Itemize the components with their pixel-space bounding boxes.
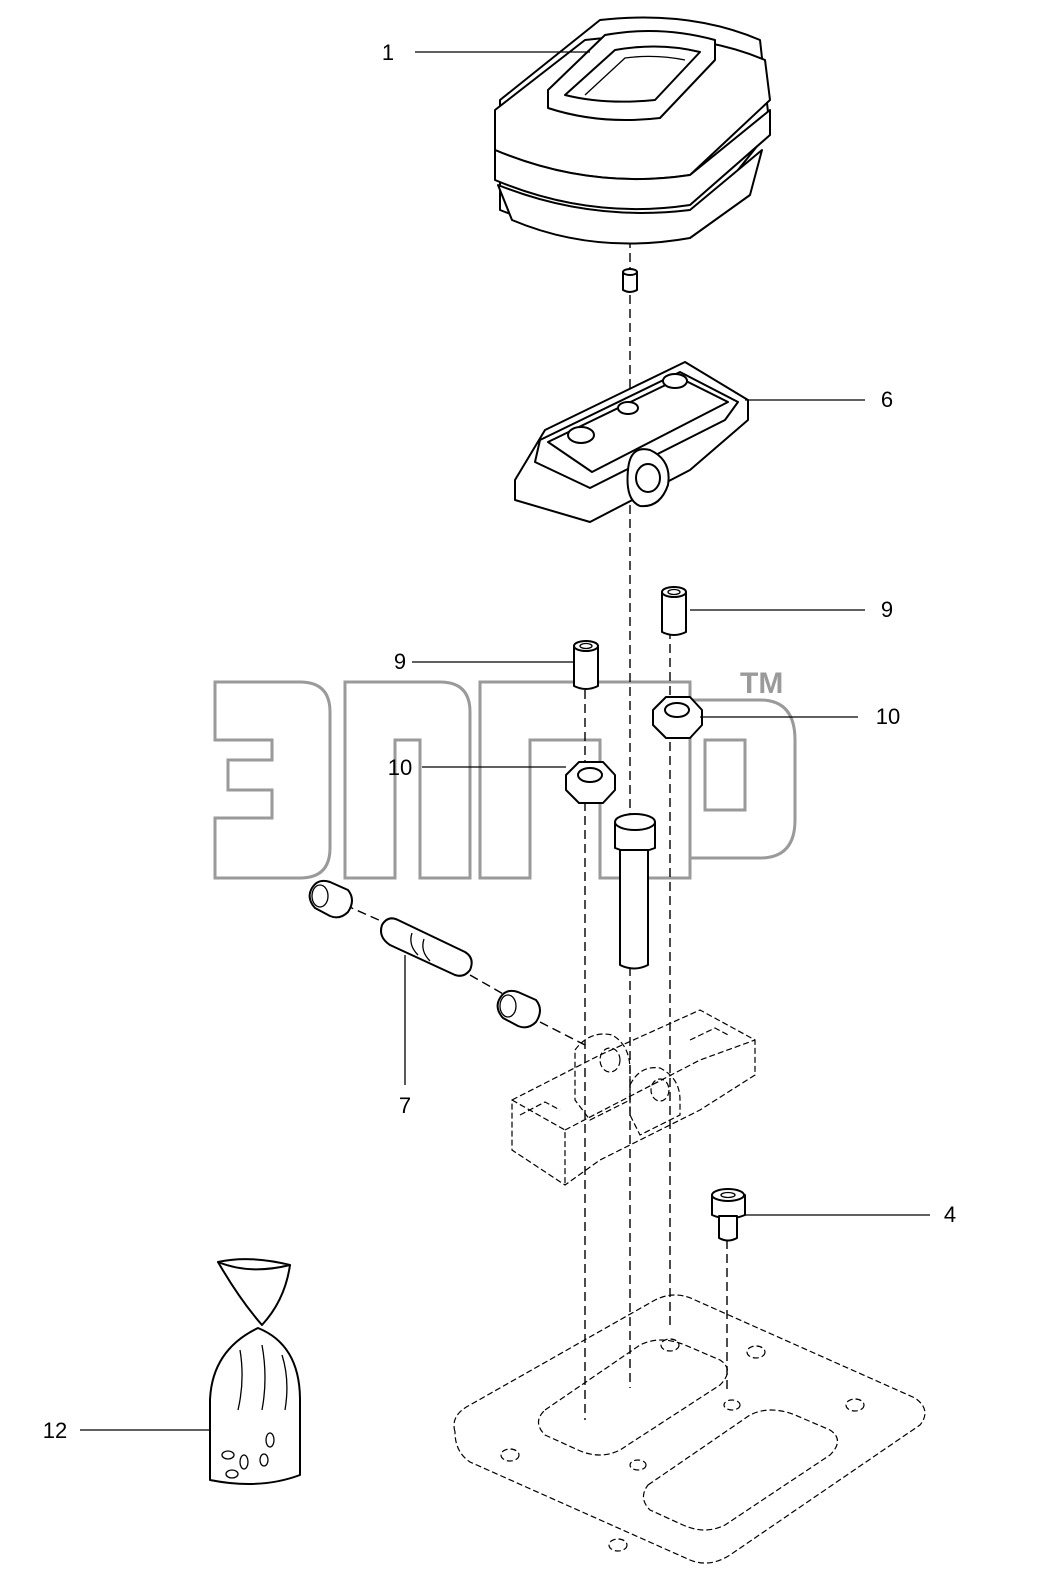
watermark-logo: TM — [213, 667, 797, 880]
callout-10-left: 10 — [388, 755, 412, 780]
part-7-pin — [380, 917, 473, 977]
part-9-spacer-left — [573, 640, 599, 690]
callout-12: 12 — [43, 1418, 67, 1443]
part-12-grease-bag — [209, 1258, 301, 1485]
callout-labels: 1 6 9 9 10 10 7 4 12 — [43, 40, 956, 1443]
callout-10-right: 10 — [876, 704, 900, 729]
leader-lines — [80, 51, 930, 1431]
callout-9-left: 9 — [394, 649, 406, 674]
callout-1: 1 — [382, 40, 394, 65]
part-6-lever-head — [514, 361, 749, 523]
watermark-tm: TM — [740, 667, 783, 700]
part-1-rubber-boot — [494, 16, 771, 245]
callout-4: 4 — [944, 1202, 956, 1227]
callout-9-right: 9 — [881, 597, 893, 622]
assembly-axes — [344, 225, 728, 1420]
part-bushing-upper — [308, 879, 353, 919]
part-long-bolt — [614, 813, 656, 970]
part-base-plate — [453, 1294, 926, 1564]
part-grub-screw — [622, 268, 638, 293]
part-lever-base — [511, 1009, 756, 1186]
part-9-spacer-right — [661, 586, 687, 636]
callout-6: 6 — [881, 387, 893, 412]
part-10-nut-left — [565, 761, 616, 804]
callout-7: 7 — [399, 1093, 411, 1118]
part-bushing-lower — [496, 989, 541, 1029]
part-4-cap-screw — [711, 1188, 746, 1242]
part-10-nut-right — [652, 696, 703, 739]
